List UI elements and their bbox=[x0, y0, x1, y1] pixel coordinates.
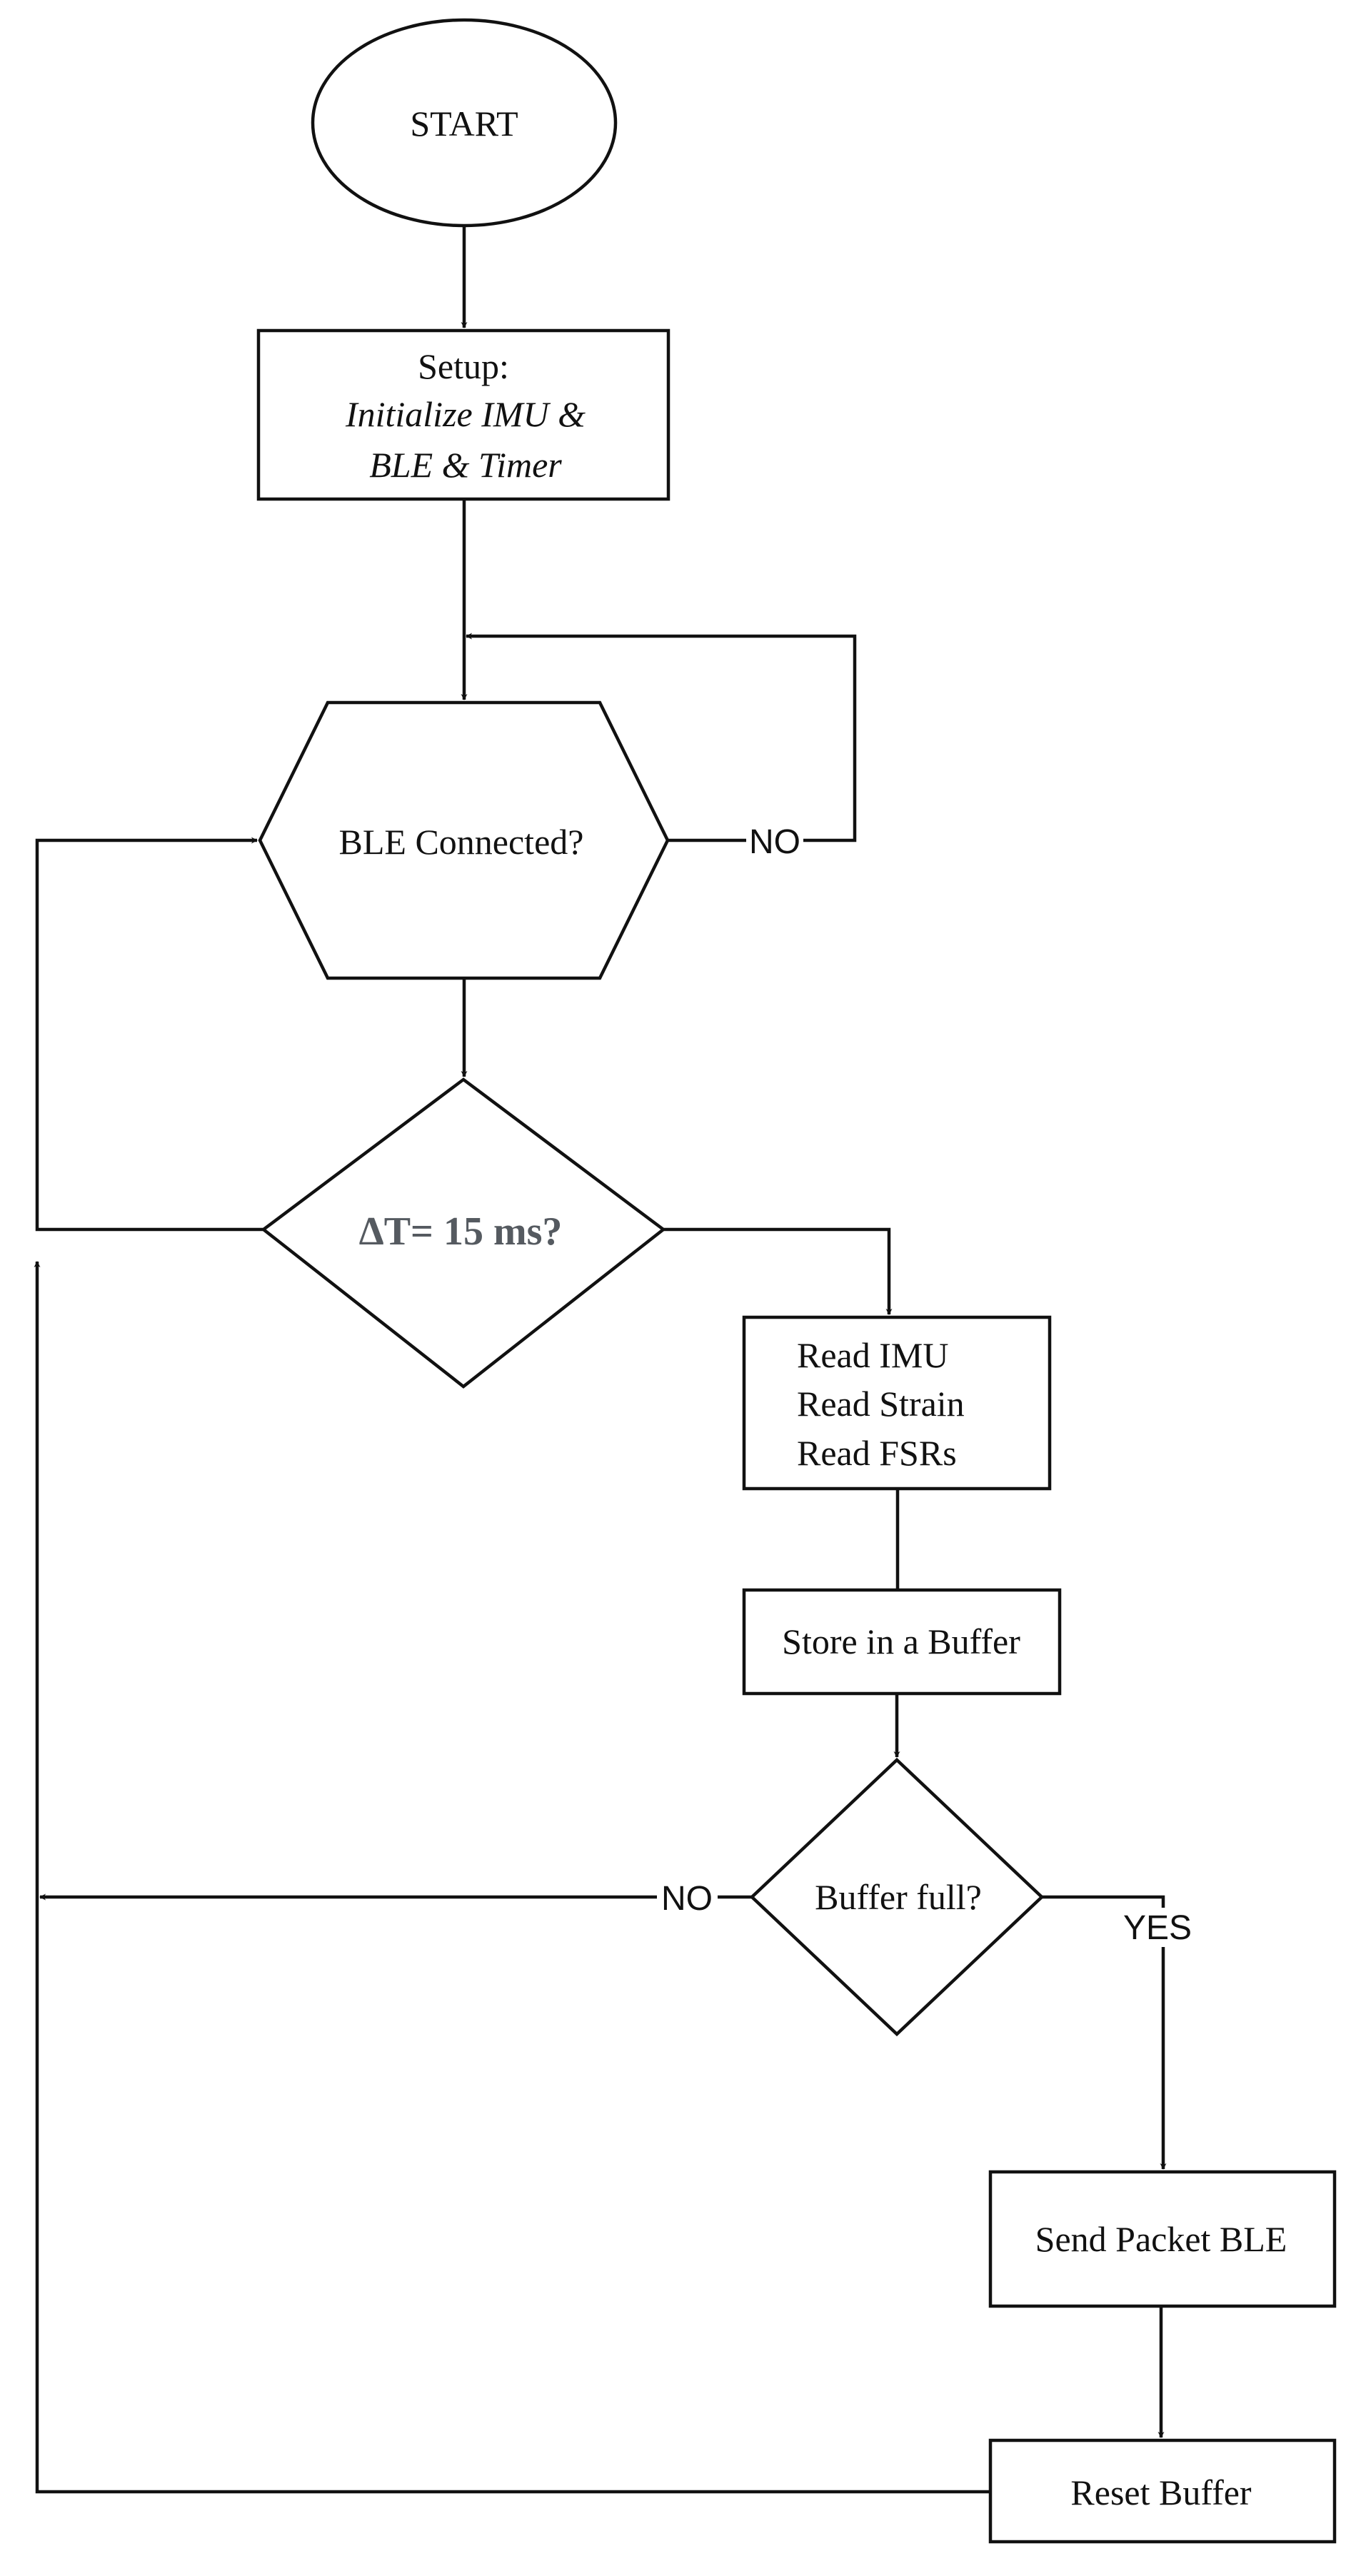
ble-connected-hexagon bbox=[258, 700, 670, 980]
ble-connected-label: BLE Connected? bbox=[339, 822, 584, 862]
edge-reset-loop-up bbox=[34, 1261, 990, 2494]
edge-ble-no-loop bbox=[466, 636, 857, 842]
setup-title: Setup: bbox=[418, 346, 509, 386]
setup-line-1: Initialize IMU & bbox=[345, 394, 586, 434]
edge-delta-t-loop-to-ble bbox=[35, 837, 263, 1232]
edge-delta-t-to-read-sensors bbox=[663, 1227, 893, 1315]
setup-box bbox=[256, 328, 671, 501]
read-sensors-line-1: Read IMU bbox=[797, 1335, 948, 1375]
delta-t-diamond bbox=[261, 1077, 666, 1389]
setup-line-2: BLE & Timer bbox=[369, 445, 562, 485]
reset-buffer-label: Reset Buffer bbox=[1070, 2472, 1252, 2512]
read-sensors-line-3: Read FSRs bbox=[797, 1433, 957, 1473]
buffer-no-label: NO bbox=[661, 1880, 713, 1918]
buffer-yes-label: YES bbox=[1123, 1909, 1192, 1947]
ble-no-label: NO bbox=[749, 823, 800, 861]
store-buffer-label: Store in a Buffer bbox=[782, 1621, 1020, 1661]
start-label: START bbox=[410, 104, 518, 144]
send-packet-box bbox=[988, 2170, 1337, 2308]
edge-buffer-yes-to-send bbox=[1042, 1895, 1163, 2169]
reset-buffer-box bbox=[988, 2438, 1337, 2544]
buffer-full-diamond bbox=[749, 1757, 1045, 2037]
read-sensors-box bbox=[742, 1315, 1052, 1491]
delta-t-label: ΔT= 15 ms? bbox=[359, 1209, 563, 1254]
send-packet-label: Send Packet BLE bbox=[1035, 2219, 1287, 2259]
read-sensors-line-2: Read Strain bbox=[797, 1384, 965, 1424]
store-buffer-box bbox=[742, 1588, 1062, 1696]
buffer-full-label: Buffer full? bbox=[815, 1877, 982, 1917]
